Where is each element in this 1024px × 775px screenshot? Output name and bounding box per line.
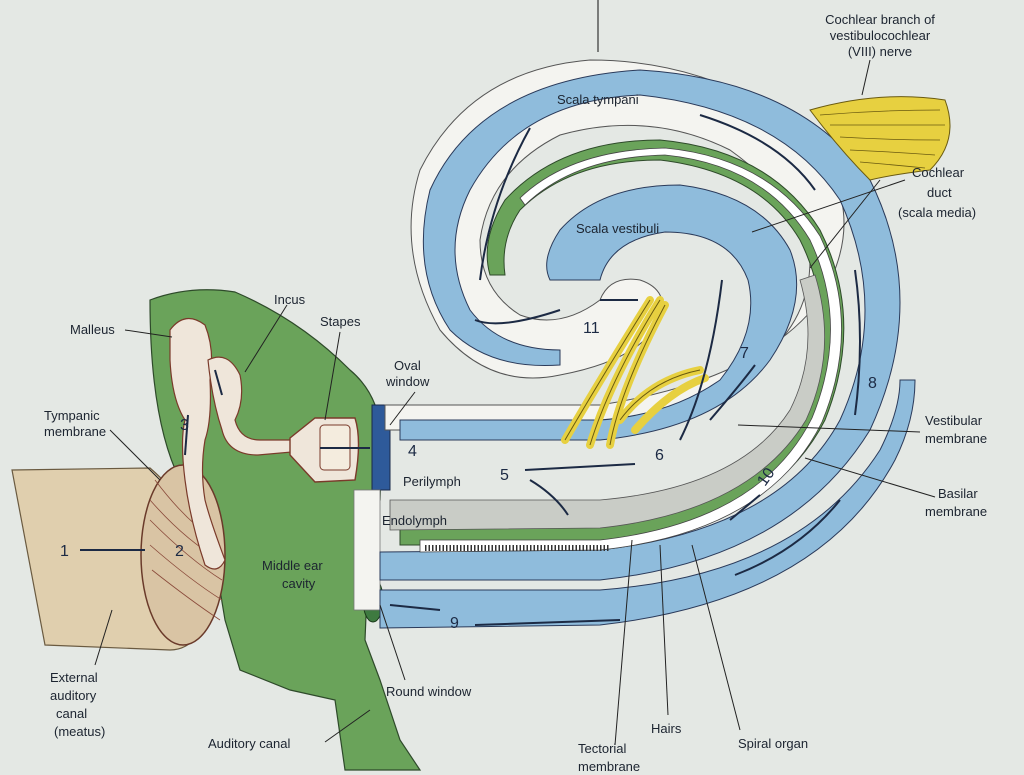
leader-lines [94,59,936,746]
cochlear-duct-label-2: duct [927,185,952,200]
modiolus-nerve [561,296,709,449]
step-11: 11 [583,320,600,337]
oval-window-label-1: Oval [394,358,421,373]
external-canal-label-4: (meatus) [54,724,105,739]
incus-shape [207,356,293,456]
basilar-membrane-label-2: membrane [925,504,987,519]
cochlear-nerve-branch [809,96,951,181]
middle-ear-label-2: cavity [282,576,316,591]
malleus-shape [169,318,226,570]
step-8: 8 [868,375,877,392]
external-canal-label-1: External [50,670,98,685]
external-canal-label-2: auditory [50,688,97,703]
flow-arrows [80,114,861,626]
external-canal-label-3: canal [56,706,87,721]
stapes-label: Stapes [320,314,361,329]
tympanic-membrane-label-1: Tympanic [44,408,100,423]
step-3: 3 [180,417,189,434]
vestibular-membrane-label-2: membrane [925,431,987,446]
spiral-organ-label: Spiral organ [738,736,808,751]
middle-ear-label-1: Middle ear [262,558,323,573]
incus-label: Incus [274,292,306,307]
bony-divider [353,489,381,611]
perilymph-label: Perilymph [403,474,461,489]
step-7: 7 [740,345,749,362]
scala-vestibuli-region [399,184,798,441]
step-1: 1 [60,543,69,560]
endolymph-label: Endolymph [382,513,447,528]
scala-tympani-label: Scala tympani [557,92,639,107]
scala-tympani-lower [379,379,916,629]
round-window-label: Round window [386,684,472,699]
step-9: 9 [450,615,459,632]
malleus-label: Malleus [70,322,115,337]
tympanic-membrane-lines [149,479,223,621]
auditory-canal-label: Auditory canal [208,736,290,751]
basilar-membrane-label-1: Basilar [938,486,978,501]
endolymph-region [389,274,825,531]
tympanic-membrane-label-2: membrane [44,424,106,439]
cochlear-duct-label-3: (scala media) [898,205,976,220]
basilar-membrane-strip [419,147,842,553]
scala-tympani-region [379,69,901,581]
cochlear-duct-label-1: Cochlear [912,165,965,180]
step-2: 2 [175,543,184,560]
scala-vestibuli-label: Scala vestibuli [576,221,659,236]
oval-window-label-2: window [385,374,430,389]
step-6: 6 [655,447,664,464]
tectorial-membrane-label-2: membrane [578,759,640,774]
cochlear-branch-label-2: vestibulocochlear [830,28,931,43]
hairs-label: Hairs [651,721,682,736]
cochlear-branch-label-3: (VIII) nerve [848,44,912,59]
step-5: 5 [500,467,509,484]
tectorial-membrane-label-1: Tectorial [578,741,627,756]
step-4: 4 [408,443,417,460]
vestibular-membrane-label-1: Vestibular [925,413,983,428]
cochlear-branch-label-1: Cochlear branch of [825,12,935,27]
